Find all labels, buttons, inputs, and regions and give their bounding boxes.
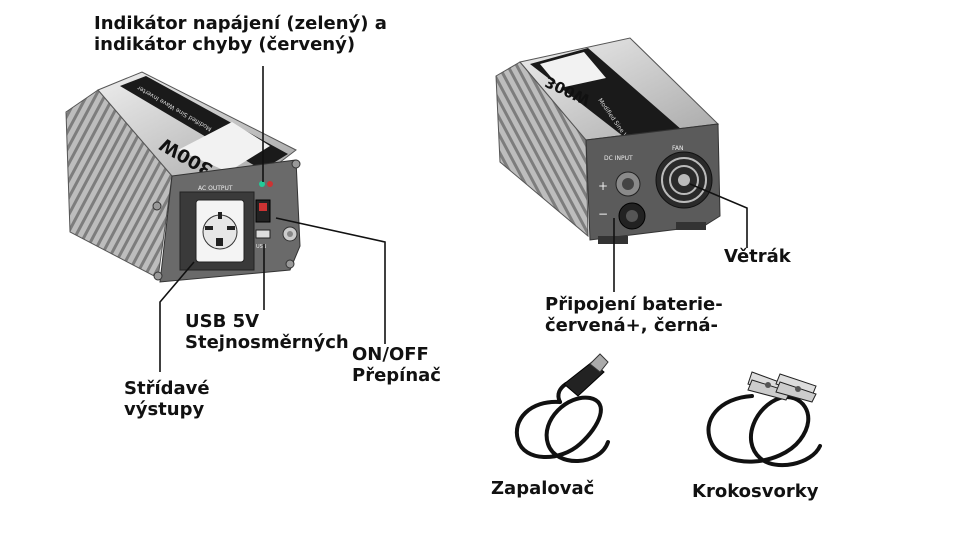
label-battery: Připojení baterie- červená+, černá- xyxy=(545,294,723,336)
label-power-indicator: Indikátor napájení (zelený) a indikátor … xyxy=(94,13,387,55)
callout-onoff xyxy=(275,217,386,344)
label-alligator-clips: Krokosvorky xyxy=(692,481,818,502)
callout-lines xyxy=(159,66,748,372)
label-power-indicator-line1: Indikátor napájení (zelený) a xyxy=(94,13,387,34)
label-usb: USB 5V Stejnosměrných xyxy=(185,311,349,353)
fan-grille xyxy=(655,151,713,209)
label-onoff: ON/OFF Přepínač xyxy=(352,344,441,386)
power-indicator-led xyxy=(259,181,265,187)
label-cigarette-lighter: Zapalovač xyxy=(491,478,594,499)
label-onoff-line2: Přepínač xyxy=(352,365,441,386)
label-usb-line1: USB 5V xyxy=(185,311,260,332)
label-cigarette-lighter-text: Zapalovač xyxy=(491,478,595,499)
label-battery-line1: Připojení baterie- xyxy=(545,294,723,315)
cigarette-lighter-cable xyxy=(514,382,610,463)
label-onoff-line1: ON/OFF xyxy=(352,344,429,365)
front-inverter-side xyxy=(65,89,173,279)
ac-outlet xyxy=(195,199,245,263)
alligator-clips xyxy=(747,371,817,403)
label-power-indicator-line2: indikátor chyby (červený) xyxy=(94,34,356,55)
label-ac-outputs-line1: Střídavé xyxy=(124,378,210,399)
alligator-clip-cable xyxy=(706,394,822,468)
usb-port xyxy=(255,229,271,239)
label-usb-line2: Stejnosměrných xyxy=(185,332,349,353)
callout-fan xyxy=(689,183,748,248)
label-ac-outputs-line2: výstupy xyxy=(124,399,205,420)
back-minus-label: − xyxy=(598,207,608,221)
back-plus-label: + xyxy=(598,179,608,193)
label-battery-line2: červená+, černá- xyxy=(545,315,719,336)
cigarette-lighter-plug xyxy=(563,353,609,397)
back-input-label: DC INPUT xyxy=(604,155,633,162)
back-fan-label: FAN xyxy=(672,145,684,152)
front-panel-label: AC OUTPUT xyxy=(198,185,233,192)
battery-terminals xyxy=(615,171,646,230)
fault-indicator-led xyxy=(267,181,273,187)
back-inverter-side xyxy=(495,61,589,238)
label-fan-text: Větrák xyxy=(724,246,791,267)
label-alligator-clips-text: Krokosvorky xyxy=(692,481,819,502)
callout-ac-outputs xyxy=(159,261,195,372)
back-inverter: 300W Modified Sine Wave Inverter DC INPU… xyxy=(495,37,721,244)
label-fan: Větrák xyxy=(724,246,791,267)
front-inverter: 300W Modified Sine Wave Inverter AC OUTP… xyxy=(65,71,301,283)
front-usb-label: USB xyxy=(256,244,267,250)
label-ac-outputs: Střídavé výstupy xyxy=(124,378,210,420)
